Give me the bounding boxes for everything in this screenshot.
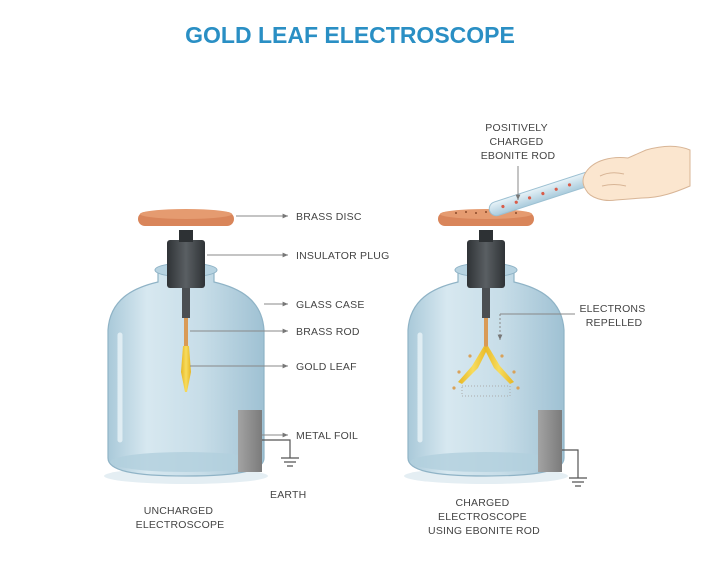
right-gold-leaf-right [484,346,514,384]
diagram-title: GOLD LEAF ELECTROSCOPE [185,22,515,48]
label-earth: EARTH [270,489,306,501]
label-electrons-repelled: ELECTRONS REPELLED [579,303,648,329]
left-insulator-plug [167,240,205,288]
left-gold-leaf [181,346,191,392]
label-ebonite-rod-line-3: EBONITE ROD [481,150,556,162]
left-leader-lines [190,213,288,438]
right-jar-base [410,452,562,472]
caption-uncharged-line-2: ELECTROSCOPE [136,519,225,531]
label-ebonite-rod-line-2: CHARGED [489,136,543,148]
right-brass-disc-top [440,209,532,219]
caption-charged-line-1: CHARGED [455,497,509,509]
right-plug-cap [479,230,493,242]
left-brass-disc-top [140,209,232,219]
left-brass-rod [184,318,188,354]
uncharged-electroscope [104,209,299,484]
left-brass-rod-upper [182,288,190,318]
left-jar-base [110,452,262,472]
label-brass-disc: BRASS DISC [296,211,362,223]
caption-charged: CHARGED ELECTROSCOPE USING EBONITE ROD [428,497,540,537]
label-gold-leaf: GOLD LEAF [296,361,357,373]
label-insulator-plug: INSULATOR PLUG [296,250,389,262]
right-earth-wire [562,449,579,478]
left-plug-cap [179,230,193,242]
label-ebonite-rod-line-1: POSITIVELY [485,122,547,134]
caption-uncharged-line-1: UNCHARGED [144,505,214,517]
left-earth-wire [262,439,291,458]
electron-markers [452,354,520,390]
right-leader-lines [497,166,575,340]
hand-finger-lines [599,172,627,187]
electron-dotted-region [461,385,511,397]
right-gold-leaf-left [458,346,488,384]
charged-electroscope [404,145,691,487]
right-insulator-plug [467,240,505,288]
right-earth-symbol [569,477,587,487]
right-glass-case [407,269,565,477]
caption-charged-line-2: ELECTROSCOPE [438,511,527,523]
right-brass-rod-upper [482,288,490,318]
label-metal-foil: METAL FOIL [296,430,358,442]
label-electrons-line-2: REPELLED [586,317,643,329]
caption-uncharged: UNCHARGED ELECTROSCOPE [136,505,225,531]
right-brass-rod [484,318,488,350]
label-brass-rod: BRASS ROD [296,326,360,338]
left-metal-foil [238,410,262,472]
label-glass-case: GLASS CASE [296,299,365,311]
left-earth-symbol [281,457,299,467]
right-metal-foil [538,410,562,472]
label-electrons-line-1: ELECTRONS [579,303,645,315]
label-ebonite-rod: POSITIVELY CHARGED EBONITE ROD [481,122,556,162]
hand [582,145,691,201]
caption-charged-line-3: USING EBONITE ROD [428,525,540,537]
